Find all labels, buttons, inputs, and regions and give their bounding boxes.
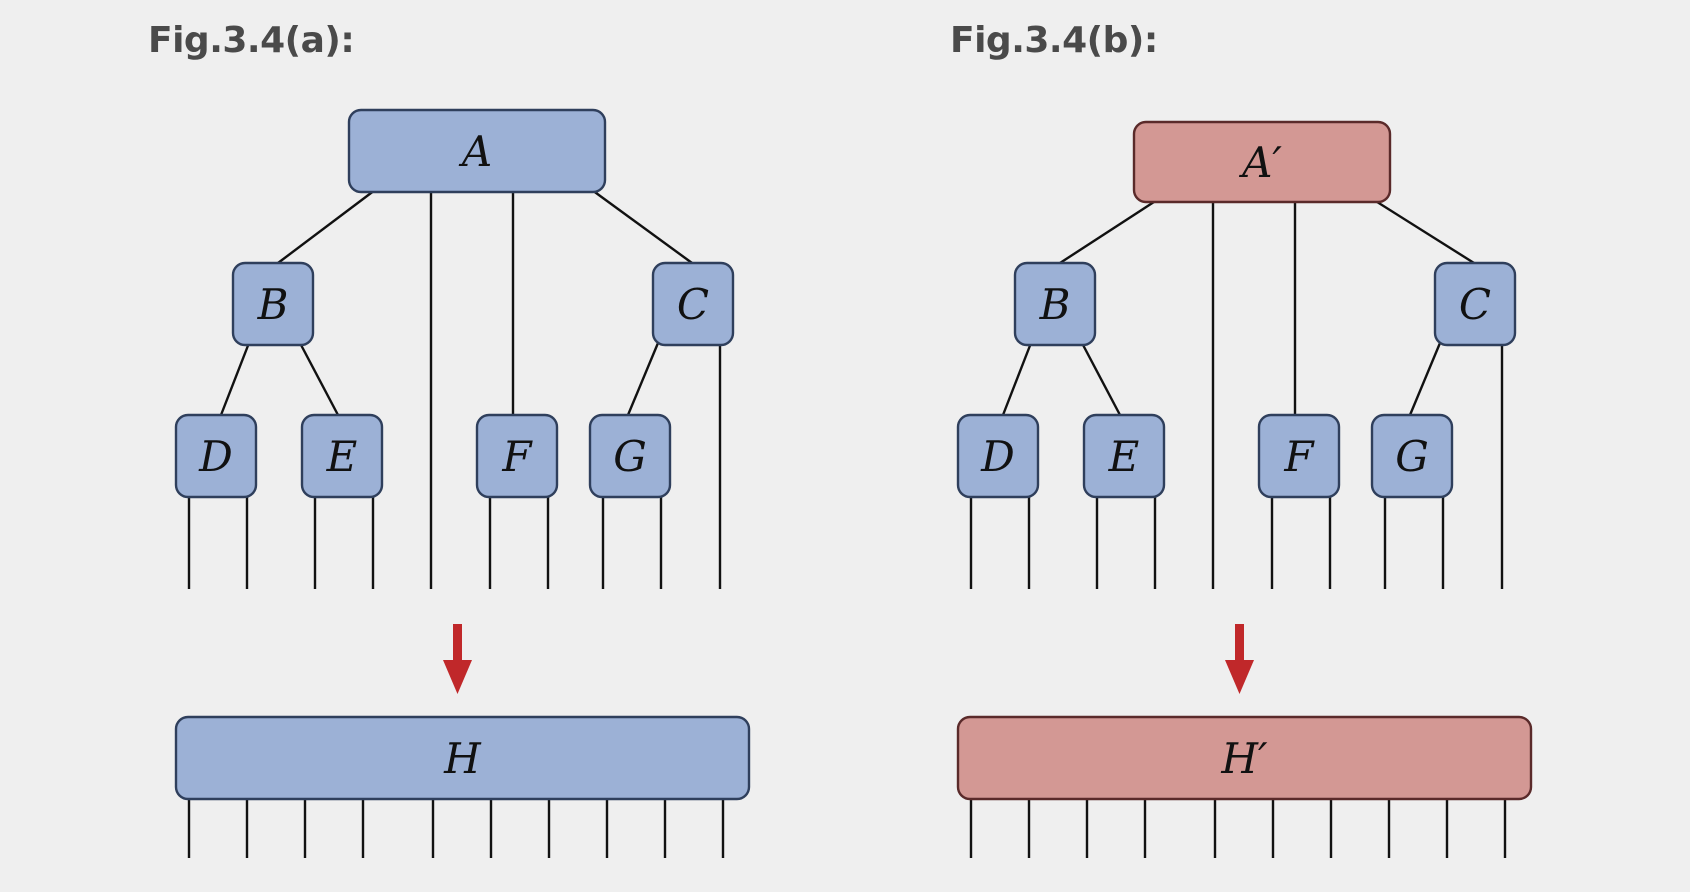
figure-a-group: A B C D E F G H xyxy=(174,108,751,858)
figa-node-a-box xyxy=(347,108,607,194)
figa-node-b-box xyxy=(231,261,315,347)
figa-node-g-label: G xyxy=(613,432,647,481)
figa-node-c-label: C xyxy=(677,280,709,329)
figb-node-a-label: A′ xyxy=(1238,138,1282,187)
figb-node-c-label: C xyxy=(1459,280,1491,329)
figb-node-g-label: G xyxy=(1395,432,1429,481)
figb-wire-b-d xyxy=(1001,342,1033,416)
figb-node-b-label: B xyxy=(1039,280,1071,329)
figb-node-f-box xyxy=(1257,413,1341,499)
figa-node-c-box xyxy=(651,261,735,347)
figa-wire-b-d xyxy=(219,342,251,416)
figa-wire-a-c xyxy=(591,189,693,264)
figure-a-title: Fig.3.4(a): xyxy=(148,20,355,61)
figa-node-f-box xyxy=(475,413,559,499)
figb-node-d-box xyxy=(956,413,1040,499)
figb-arrow-head xyxy=(1225,660,1254,694)
figb-node-d-label: D xyxy=(980,432,1015,481)
figb-wire-c-g xyxy=(1408,342,1442,416)
figa-node-d-box xyxy=(174,413,258,499)
figa-arrow-shaft xyxy=(453,624,462,664)
figb-node-h-label: H′ xyxy=(1220,734,1268,783)
figa-node-g-box xyxy=(588,413,672,499)
figb-wire-a-b xyxy=(1059,198,1158,265)
figa-node-h-label: H xyxy=(443,734,482,783)
figa-node-h-box xyxy=(174,715,751,801)
figa-node-e-label: E xyxy=(326,432,358,481)
figa-wire-c-g xyxy=(626,342,660,416)
figure-b-group: A′ B C D E F G H′ xyxy=(956,120,1533,858)
figb-node-h-box xyxy=(956,715,1533,801)
figa-node-f-label: F xyxy=(501,432,533,481)
figa-wire-b-e xyxy=(298,342,340,416)
figa-arrow-head xyxy=(443,660,472,694)
figb-wire-b-e xyxy=(1080,342,1122,416)
figa-node-a-label: A xyxy=(458,127,492,176)
figb-wire-a-c xyxy=(1373,198,1475,265)
figb-node-g-box xyxy=(1370,413,1454,499)
figb-node-b-box xyxy=(1013,261,1097,347)
figb-node-a-box xyxy=(1132,120,1392,204)
figb-node-e-label: E xyxy=(1108,432,1140,481)
figa-node-b-label: B xyxy=(257,280,289,329)
figb-node-f-label: F xyxy=(1283,432,1315,481)
figure-b-title: Fig.3.4(b): xyxy=(950,20,1158,61)
figb-node-c-box xyxy=(1433,261,1517,347)
figa-node-d-label: D xyxy=(198,432,233,481)
figa-node-e-box xyxy=(300,413,384,499)
figa-wire-a-b xyxy=(277,189,376,264)
figb-node-e-box xyxy=(1082,413,1166,499)
figb-arrow-shaft xyxy=(1235,624,1244,664)
